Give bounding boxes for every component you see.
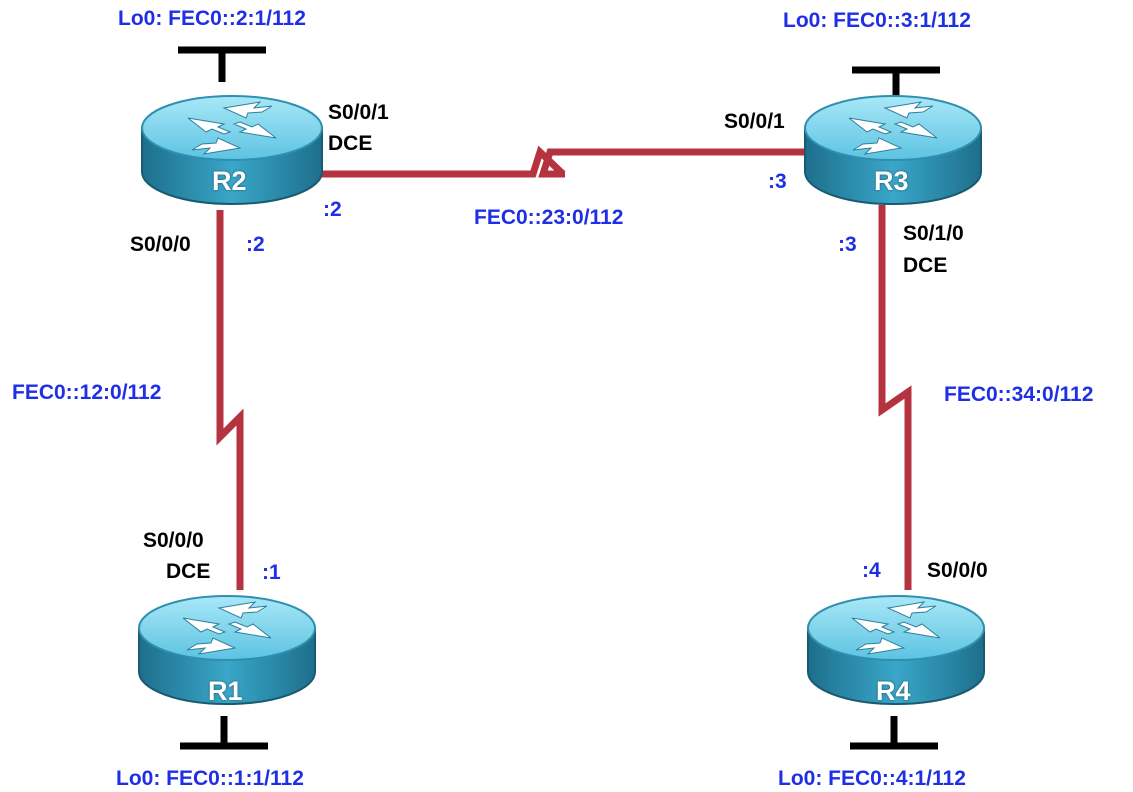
loopback-label-r4: Lo0: FEC0::4:1/112 xyxy=(778,767,966,790)
router-r2 xyxy=(141,95,323,205)
host-address-label: :3 xyxy=(838,233,857,256)
dce-label: DCE xyxy=(166,560,211,583)
router-name-r1: R1 xyxy=(208,676,243,706)
interface-label: S0/0/0 xyxy=(143,529,204,552)
network-label-r3-r4: FEC0::34:0/112 xyxy=(944,383,1094,406)
interface-label: S0/0/1 xyxy=(724,110,785,133)
host-address-label: :2 xyxy=(246,233,265,256)
router-r4 xyxy=(807,595,985,705)
network-label-r2-r3: FEC0::23:0/112 xyxy=(474,206,624,229)
serial-link-r3-r4 xyxy=(878,205,912,590)
interface-label: S0/0/1 xyxy=(328,101,389,124)
dce-label: DCE xyxy=(328,132,373,155)
host-address-label: :4 xyxy=(862,559,881,582)
router-name-r4: R4 xyxy=(876,676,911,706)
loopback-label-r2: Lo0: FEC0::2:1/112 xyxy=(118,7,306,30)
router-r1 xyxy=(138,595,316,705)
router-name-r2: R2 xyxy=(212,166,247,196)
serial-link-r2-r3 xyxy=(318,145,810,178)
host-address-label: :1 xyxy=(262,561,281,584)
loopback-label-r3: Lo0: FEC0::3:1/112 xyxy=(783,9,971,32)
serial-link-r2-r1 xyxy=(216,210,244,590)
links xyxy=(216,145,912,590)
router-name-r3: R3 xyxy=(874,166,909,196)
network-label-r2-r1: FEC0::12:0/112 xyxy=(12,381,162,404)
loopback-stub-r4 xyxy=(850,716,938,750)
host-address-label: :2 xyxy=(323,198,342,221)
interface-label: S0/0/0 xyxy=(927,559,988,582)
loopback-stub-r3 xyxy=(852,66,940,98)
dce-label: DCE xyxy=(903,254,948,277)
loopback-stubs xyxy=(178,46,940,750)
interface-label: S0/0/0 xyxy=(130,233,191,256)
host-address-label: :3 xyxy=(768,170,787,193)
interface-label: S0/1/0 xyxy=(903,222,964,245)
loopback-stub-r2 xyxy=(178,46,266,82)
router-r3 xyxy=(804,95,982,205)
loopback-label-r1: Lo0: FEC0::1:1/112 xyxy=(116,767,304,790)
loopback-stub-r1 xyxy=(180,716,268,750)
